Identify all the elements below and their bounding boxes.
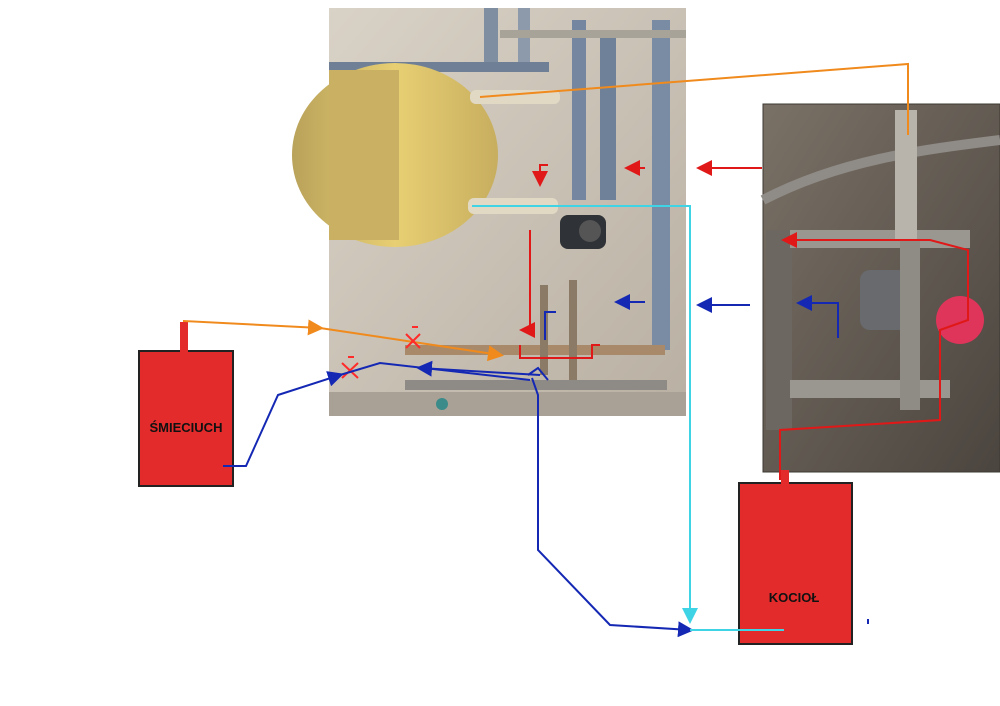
kociol-label: KOCIOŁ <box>769 590 820 605</box>
left-boiler-room-photo <box>292 8 686 416</box>
right-pump-room-photo <box>760 103 1000 473</box>
cyan-pipe <box>472 205 784 631</box>
closed-valve-markers <box>341 326 421 379</box>
boiler-kociol: KOCIOŁ <box>738 470 869 645</box>
pump-right-grey <box>860 270 912 330</box>
blue-return-pipes <box>223 294 839 638</box>
smieciuch-label: ŚMIECIUCH <box>150 420 223 435</box>
pump-right-red <box>936 296 984 344</box>
orange-supply-pipes <box>183 62 909 362</box>
boiler-smieciuch: ŚMIECIUCH <box>138 322 234 487</box>
red-hot-pipes <box>519 160 969 480</box>
